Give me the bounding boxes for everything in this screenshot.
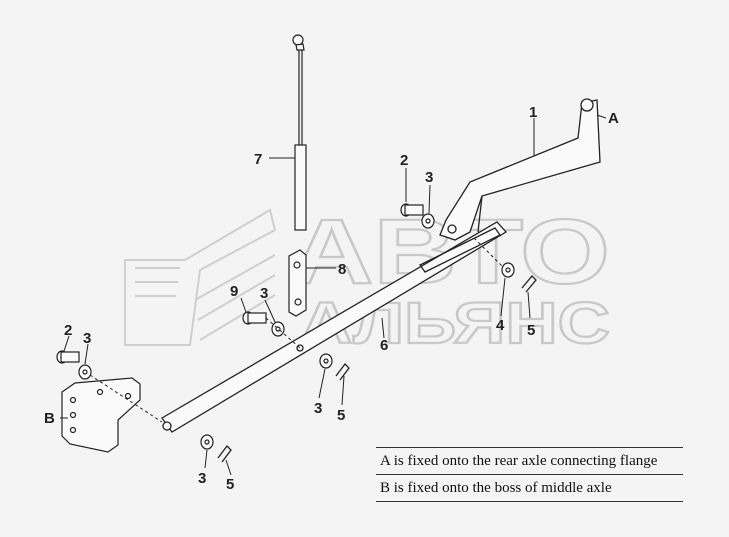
callout-8: 8 xyxy=(338,261,346,278)
callout-2-upper: 2 xyxy=(400,152,408,169)
callout-b: B xyxy=(44,410,55,427)
callout-3-lowright: 3 xyxy=(314,400,322,417)
legend-row-b: B is fixed onto the boss of middle axle xyxy=(376,474,683,502)
callout-4: 4 xyxy=(496,317,505,334)
part-8-bracket xyxy=(288,249,307,317)
legend-row-a: A is fixed onto the rear axle connecting… xyxy=(376,447,683,474)
part-b-bracket xyxy=(61,377,141,453)
washer-3-lowright xyxy=(319,353,333,369)
washer-4 xyxy=(501,262,515,278)
callout-labels: 1 A 7 2 3 8 9 3 6 4 5 2 3 B 3 5 3 5 xyxy=(44,104,619,493)
callout-3-left: 3 xyxy=(83,330,91,347)
leader-lines xyxy=(60,114,607,476)
cotter-pin-5-mid xyxy=(335,363,350,381)
callout-3-upper: 3 xyxy=(425,169,433,186)
callout-5-bottom: 5 xyxy=(226,476,234,493)
washer-3-bottom xyxy=(200,434,214,450)
bolt-2-lower xyxy=(56,350,80,364)
washer-3-upper xyxy=(421,213,435,229)
bolt-2-upper xyxy=(400,203,424,217)
callout-6: 6 xyxy=(380,337,388,354)
watermark-logo: АВТО АЛЬЯНС xyxy=(124,200,611,357)
callout-5-right: 5 xyxy=(527,322,535,339)
part-7-vertical-rod xyxy=(292,34,307,231)
legend-table: A is fixed onto the rear axle connecting… xyxy=(376,447,683,502)
watermark-emblem xyxy=(124,208,277,346)
part-6-long-rod xyxy=(161,221,508,433)
bolt-9 xyxy=(242,311,267,325)
cotter-pin-5-right xyxy=(521,275,537,293)
part-1-upper-arm xyxy=(439,98,601,241)
callout-2-left: 2 xyxy=(64,322,72,339)
washer-3-left xyxy=(78,364,92,380)
callout-3-bottom: 3 xyxy=(198,470,206,487)
washer-3-mid xyxy=(271,321,285,337)
cotter-pin-5-bottom xyxy=(217,445,232,463)
callout-a: A xyxy=(608,110,619,127)
callout-9: 9 xyxy=(230,283,238,300)
callout-5-mid: 5 xyxy=(337,407,345,424)
callout-3-mid: 3 xyxy=(260,285,268,302)
callout-1: 1 xyxy=(529,104,537,121)
callout-7: 7 xyxy=(254,151,262,168)
